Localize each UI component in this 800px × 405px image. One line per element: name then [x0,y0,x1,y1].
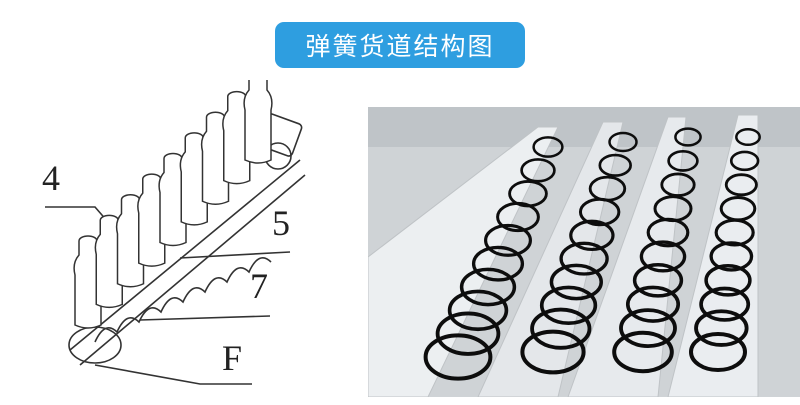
spring-loop [423,333,493,381]
spring-loop [689,332,747,372]
bottle-group [73,80,273,329]
spring-loop [588,175,627,202]
divider-panel [667,114,759,397]
spring-loop [520,158,556,183]
spring-loop [625,285,681,323]
spring-loop [612,330,674,374]
spring-loop [569,219,615,251]
page-title-text: 弹簧货道结构图 [305,32,495,61]
spring-loop [660,172,696,197]
spring-tray-photo [368,107,800,397]
spring-loop [608,131,638,153]
leader-7 [139,315,271,321]
spring-loop [520,329,586,375]
page-title: 弹簧货道结构图 [275,22,525,68]
spring-loop [719,195,757,222]
spring-group [423,127,761,381]
spring-loop [694,309,749,347]
spring-loop [549,263,603,301]
spring-loop [724,173,758,197]
divider-panel [567,116,687,397]
base-rail [69,159,301,351]
spring-loop [598,153,632,177]
spring-loop [459,267,517,307]
bottle [243,80,273,164]
spring-loop [674,127,702,147]
spring-channel-diagram [45,80,306,385]
callout-7: 7 [250,266,268,306]
spring-loop [532,136,564,158]
spring-coil [94,256,272,343]
leader-F [94,364,252,385]
spring-loop [729,150,760,172]
spring-loop [667,149,699,172]
back-wall [368,107,800,147]
callout-4: 4 [42,158,60,198]
callout-F: F [222,338,243,378]
spring-loop [539,285,598,326]
spring-loop [484,223,532,257]
spring-loop [508,179,548,208]
divider-panel [477,121,624,397]
spring-loop [639,240,687,273]
spring-loop [530,307,592,350]
spring-loop [632,262,684,298]
spring-loop [447,289,509,332]
spring-loop [559,241,609,276]
spring-loop [653,195,693,223]
spring-loop [435,311,501,356]
spring-loop [619,308,677,349]
spring-loop [699,286,751,322]
spring-loop [709,241,754,272]
base-rail-lower [79,174,306,366]
callout-5: 5 [272,203,290,243]
spring-loop [704,263,752,297]
spring-loop [735,127,761,147]
leader-5 [179,251,291,259]
spring-loop [471,245,525,282]
